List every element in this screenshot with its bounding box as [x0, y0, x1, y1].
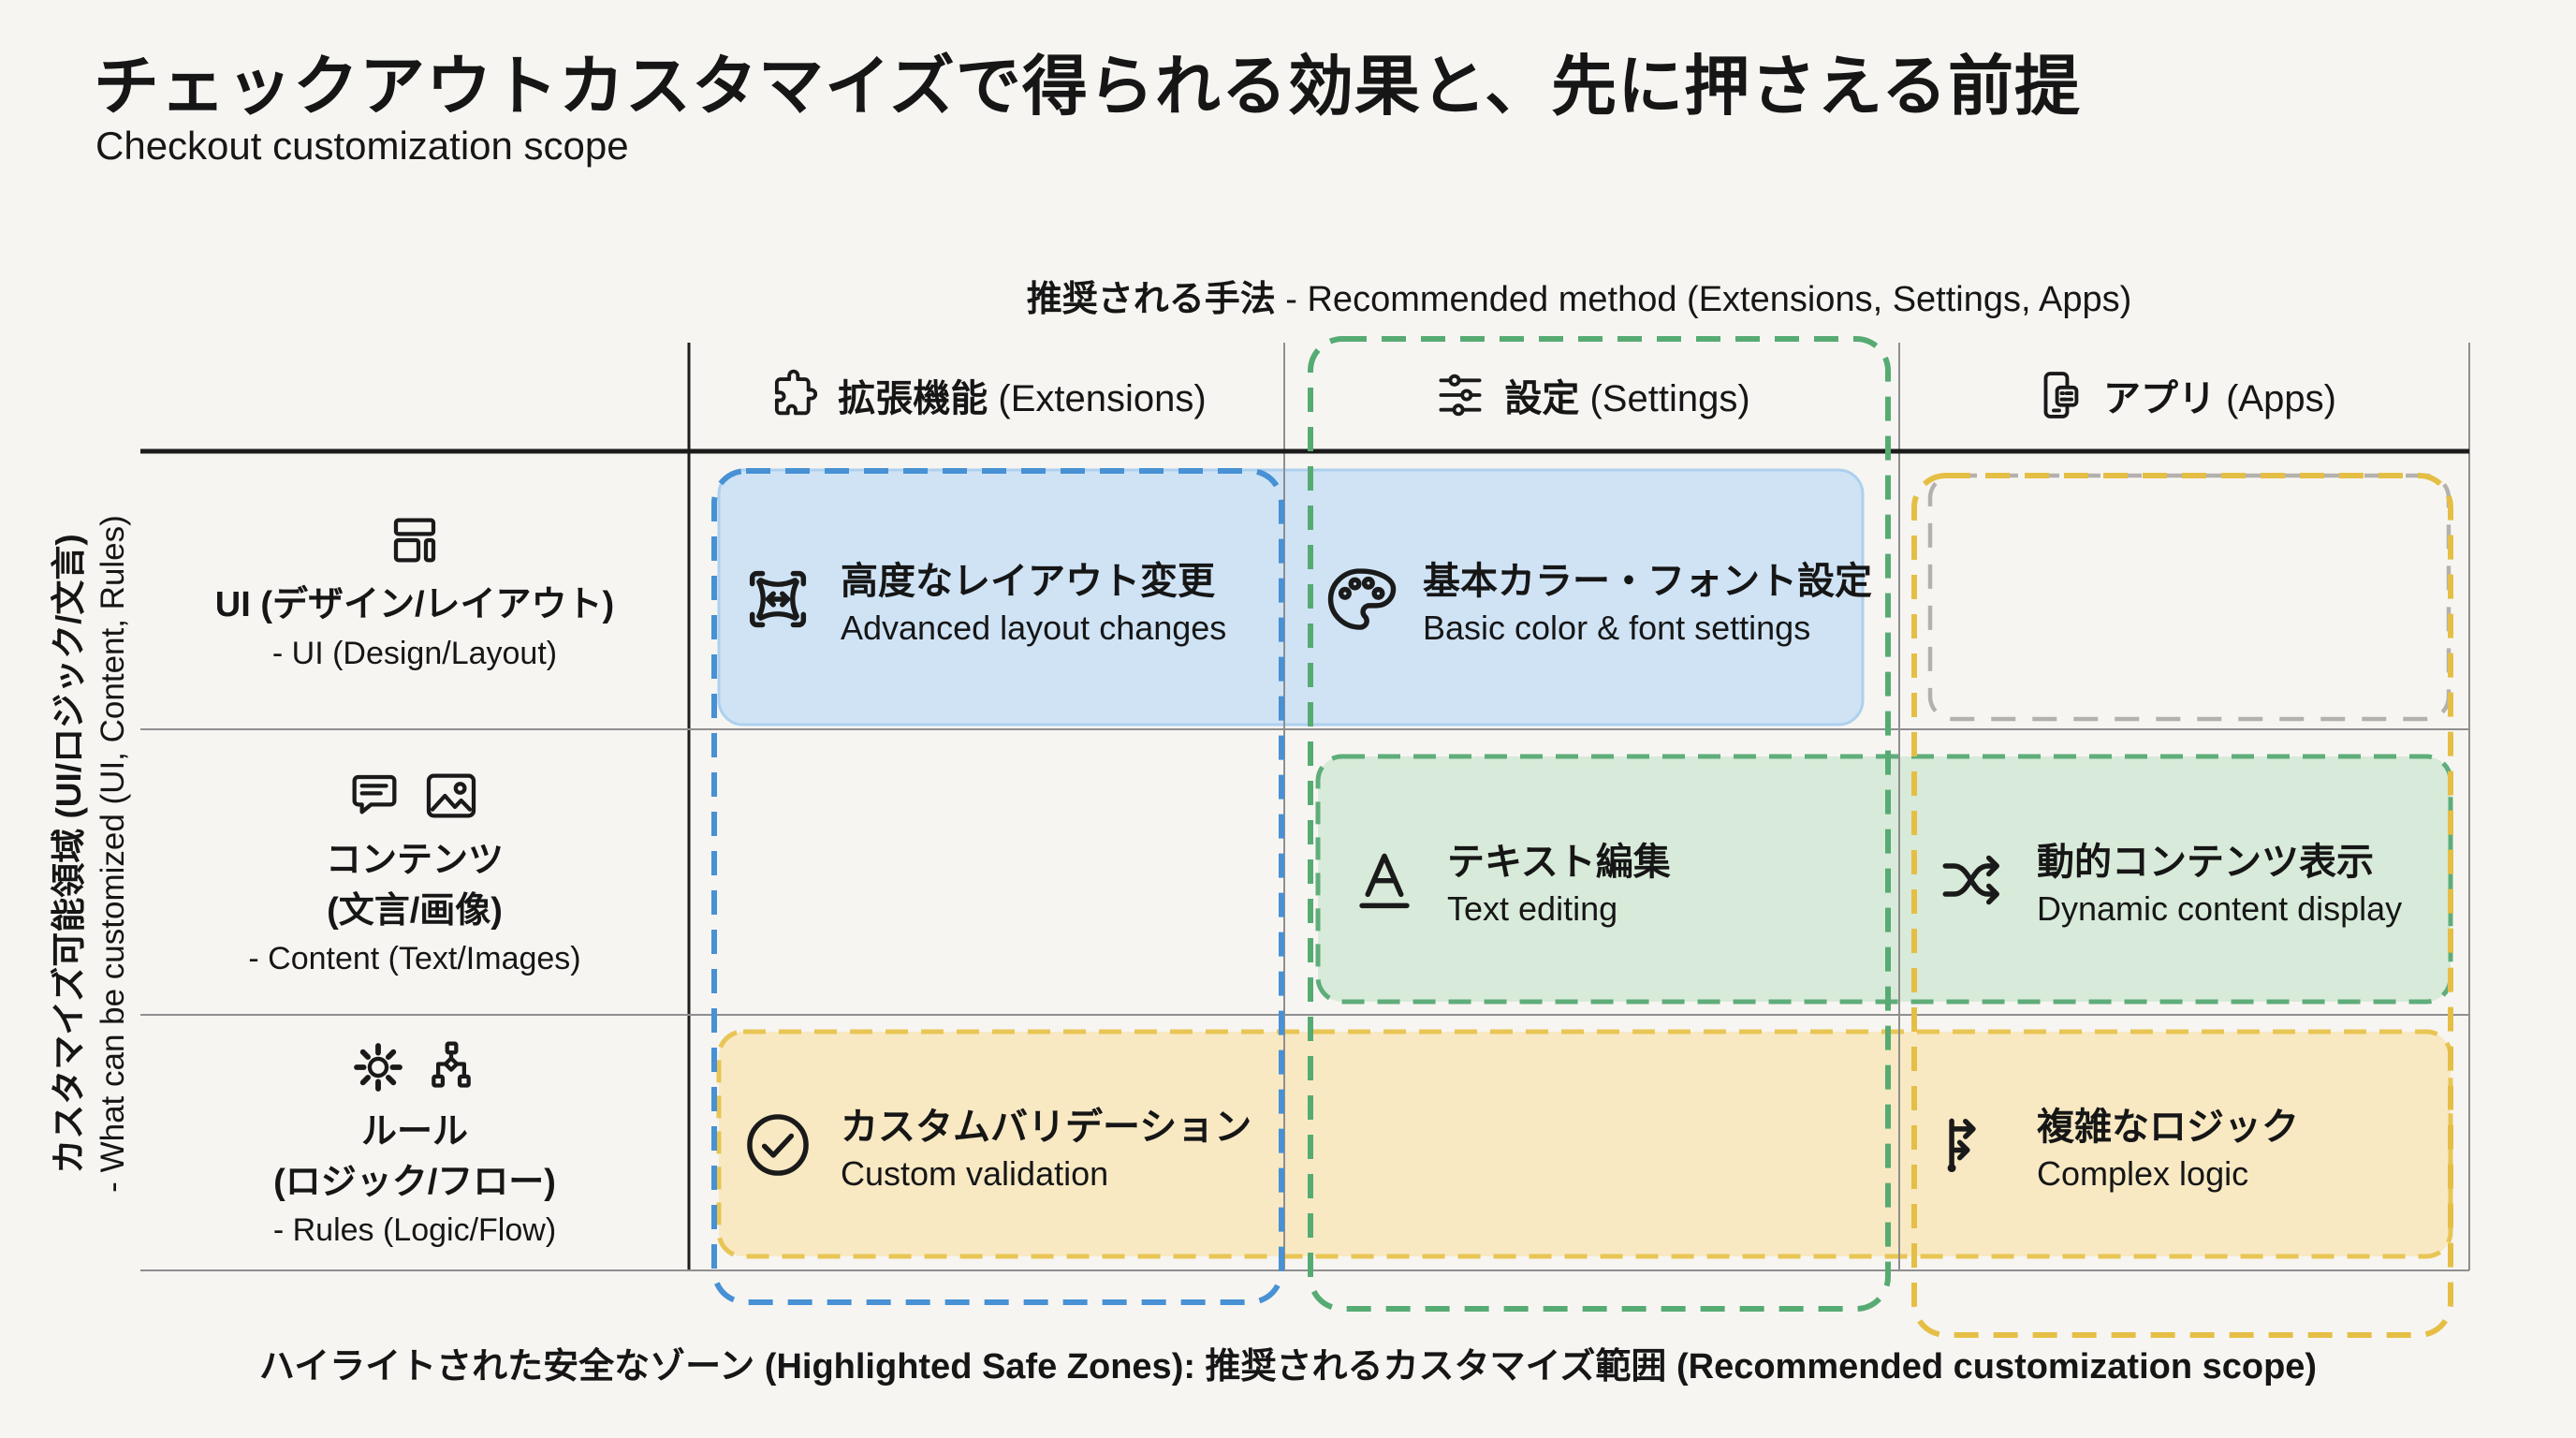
row-header-icons [348, 766, 481, 826]
apps-column-zone-outline [1911, 473, 2453, 1338]
grid-lines [140, 343, 2470, 1271]
text-edit-icon [1359, 853, 1410, 909]
column-header-settings: 設定 (Settings) [1284, 348, 1899, 442]
safe-zone-fill-content-green [1315, 754, 2453, 1005]
cell-label-jp: 基本カラー・フォント設定 [1423, 561, 1872, 602]
page-title: チェックアウトカスタマイズで得られる効果と、先に押さえる前提 [94, 50, 2081, 123]
row-header-icons [348, 1037, 481, 1097]
resize-frame-icon [749, 570, 807, 628]
cell-advanced-layout: 高度なレイアウト変更 Advanced layout changes [739, 510, 1226, 688]
row-header-en: - UI (Design/Layout) [271, 635, 558, 671]
empty-cell-ui-apps-outline [1927, 473, 2452, 722]
cell-label-jp: 高度なレイアウト変更 [841, 561, 1215, 602]
cell-label-jp: カスタムバリデーション [841, 1107, 1252, 1148]
cell-text-editing: テキスト編集 Text editing [1346, 791, 1671, 969]
image-icon [426, 773, 476, 818]
shuffle-icon [1942, 855, 1999, 905]
check-circle-icon [747, 1114, 809, 1176]
cell-complex-logic: 複雑なロジック Complex logic [1936, 1056, 2299, 1234]
gear-icon [354, 1043, 402, 1093]
cell-label-jp: テキスト編集 [1447, 842, 1671, 883]
column-header-jp: 設定 [1504, 378, 1580, 419]
extensions-column-zone-outline [711, 468, 1284, 1305]
row-axis-label-jp: カスタマイズ可能領域 (UI/ロジック/文言) [50, 534, 88, 1174]
column-header-apps: アプリ (Apps) [1899, 348, 2469, 442]
cell-custom-validation: カスタムバリデーション Custom validation [739, 1056, 1251, 1234]
branch-arrows-icon [1947, 1118, 1976, 1173]
cell-dynamic-content: 動的コンテンツ表示 Dynamic content display [1936, 791, 2402, 969]
cell-label-en: Advanced layout changes [841, 609, 1227, 647]
column-header-jp: アプリ [2103, 378, 2217, 419]
cell-label-jp: 動的コンテンツ表示 [2037, 842, 2374, 883]
column-header-label: アプリ (Apps) [2103, 368, 2336, 422]
cell-label-en: Text editing [1447, 889, 1618, 928]
row-header-jp: コンテンツ [325, 841, 504, 881]
cell-basic-color-font: 基本カラー・フォント設定 Basic color & font settings [1322, 510, 1872, 688]
column-axis-label: 推奨される手法 - Recommended method (Extensions… [689, 270, 2469, 321]
safe-zone-fill-rules-yellow [716, 1029, 2453, 1259]
column-header-jp: 拡張機能 [838, 378, 988, 419]
flowchart-icon [432, 1041, 471, 1088]
row-header-rules: ルール (ロジック/フロー) - Rules (Logic/Flow) [140, 1022, 689, 1266]
row-header-jp: ルール [360, 1112, 468, 1152]
cell-label-en: Basic color & font settings [1423, 609, 1811, 647]
cell-label-en: Dynamic content display [2037, 889, 2403, 928]
row-header-content: コンテンツ (文言/画像) - Content (Text/Images) [140, 738, 689, 1007]
column-header-en: (Extensions) [998, 378, 1207, 419]
row-header-jp2: (ロジック/フロー) [273, 1162, 556, 1202]
layout-icon [393, 518, 436, 563]
column-header-en: (Settings) [1589, 378, 1750, 419]
row-header-icons [385, 510, 445, 570]
message-square-icon [352, 775, 397, 814]
sliders-icon [1439, 374, 1482, 417]
cell-label-jp: 複雑なロジック [2037, 1107, 2299, 1148]
row-header-en: - Rules (Logic/Flow) [272, 1212, 557, 1249]
puzzle-icon [775, 369, 818, 416]
cell-label-en: Custom validation [841, 1154, 1109, 1193]
row-axis-label: カスタマイズ可能領域 (UI/ロジック/文言) - What can be cu… [47, 404, 159, 1303]
column-axis-label-en: - Recommended method (Extensions, Settin… [1275, 280, 2132, 319]
row-header-ui: UI (デザイン/レイアウト) - UI (Design/Layout) [140, 461, 689, 723]
settings-column-zone-outline [1308, 336, 1891, 1312]
page-subtitle: Checkout customization scope [95, 124, 629, 168]
column-header-en: (Apps) [2226, 378, 2336, 419]
palette-icon [1327, 568, 1397, 630]
row-header-jp2: (文言/画像) [327, 890, 503, 931]
row-axis-label-en: - What can be customized (UI, Content, R… [95, 515, 132, 1193]
legend-footer: ハイライトされた安全なゾーン (Highlighted Safe Zones):… [258, 1347, 2318, 1387]
cell-label-en: Complex logic [2037, 1154, 2249, 1193]
row-header-jp: UI (デザイン/レイアウト) [214, 585, 615, 624]
mobile-app-icon [2043, 372, 2079, 418]
safe-zone-fill-ui-blue [717, 468, 1865, 726]
row-header-en: - Content (Text/Images) [248, 941, 581, 977]
column-axis-label-jp: 推奨される手法 [1026, 280, 1276, 319]
column-header-extensions: 拡張機能 (Extensions) [689, 348, 1284, 442]
column-header-label: 設定 (Settings) [1504, 368, 1749, 422]
column-header-label: 拡張機能 (Extensions) [838, 368, 1206, 422]
